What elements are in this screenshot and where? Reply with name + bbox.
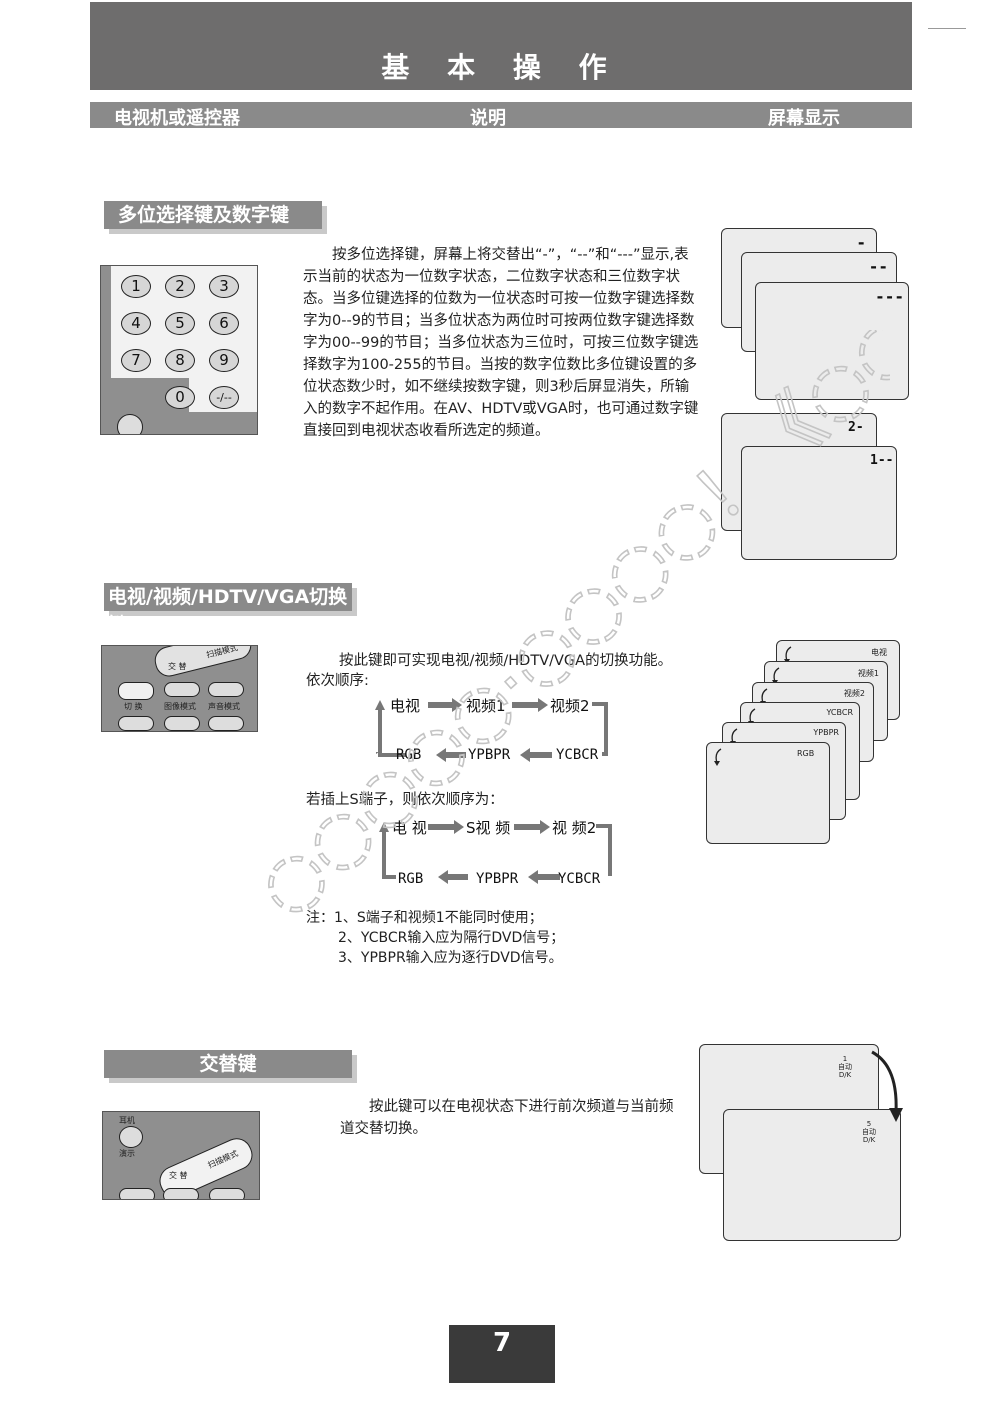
page-header: 基 本 操 作 (90, 2, 912, 90)
key-6: 6 (209, 312, 239, 335)
osd-screen-5: 1-- (741, 446, 897, 560)
remote-key-partial-3 (208, 716, 244, 731)
flow1-video1: 视频1 (466, 697, 506, 715)
sound-mode-key (208, 682, 244, 697)
earphone-key (119, 1126, 143, 1148)
flow-diagram-2: 电 视 S视 频 视 频2 YCBCR YPBPR RGB (374, 812, 624, 892)
switch-key-label: 切 换 (124, 702, 143, 711)
input-label-rgb: RGB (797, 749, 815, 758)
key-0: 0 (165, 386, 195, 409)
earphone-label: 耳机 (119, 1116, 135, 1125)
picture-mode-key (164, 682, 200, 697)
flow1-video2: 视频2 (550, 697, 590, 715)
osd-screen-3: --- (755, 282, 909, 400)
corner-rule (928, 28, 966, 29)
curr-channel-info: 5 自动 D/K (862, 1120, 876, 1144)
flow2-video2: 视 频2 (552, 819, 597, 837)
key-4: 4 (121, 312, 151, 335)
note-3: 3、YPBPR输入应为逐行DVD信号。 (338, 950, 563, 966)
flow1-tv: 电视 (390, 697, 421, 715)
curved-arrow-icon (714, 748, 722, 766)
switch-key (118, 682, 154, 700)
osd-three-digit: --- (875, 287, 904, 306)
column-right: 屏幕显示 (768, 108, 840, 129)
swap-remote-image: 耳机 演示 交 替 扫描模式 (102, 1111, 260, 1200)
prev-channel-info: 1 自动 D/K (838, 1055, 852, 1079)
section3-title: 交替键 (104, 1050, 352, 1078)
input-label-tv: 电视 (871, 648, 887, 657)
note-1: 注：1、S端子和视频1不能同时使用； (306, 910, 543, 926)
prev-channel-system: D/K (838, 1071, 852, 1079)
page-title: 基 本 操 作 (381, 51, 621, 84)
flow2-rgb: RGB (398, 871, 424, 887)
section2-intro: 按此键即可实现电视/视频/HDTV/VGA的切换功能。 (339, 653, 673, 669)
key-1: 1 (121, 275, 151, 298)
input-label-ypbpr: YPBPR (813, 728, 839, 737)
prev-channel-mode: 自动 (838, 1063, 852, 1071)
column-left: 电视机或遥控器 (114, 108, 240, 129)
section2-title: 电视/视频/HDTV/VGA切换键 (104, 583, 352, 636)
key-8: 8 (165, 349, 195, 372)
demo-label: 演示 (119, 1149, 135, 1158)
curr-channel-number: 5 (866, 1120, 872, 1128)
keypad-image: 1 2 3 4 5 6 7 8 9 0 -/-- (100, 265, 258, 435)
flow2-arrows (379, 820, 612, 884)
section2-s-intro: 若插上S端子，则依次顺序为： (306, 792, 504, 808)
sound-mode-label: 声音模式 (208, 702, 240, 711)
flow2-s-video: S视 频 (466, 819, 511, 837)
section3-text: 按此键可以在电视状态下进行前次频道与当前频道交替切换。 (340, 1099, 674, 1137)
key-7: 7 (121, 349, 151, 372)
remote-key-partial-2 (164, 716, 200, 731)
remote-key-partial-1 (118, 716, 154, 731)
section2-order-label: 依次顺序: (306, 673, 369, 689)
remote-key-partial-c (209, 1188, 245, 1199)
input-label-video2: 视频2 (843, 689, 865, 698)
remote-button-partial (117, 414, 143, 434)
picture-mode-label: 图像模式 (164, 702, 196, 711)
flow1-rgb: RGB (396, 747, 422, 763)
section1-text: 按多位选择键，屏幕上将交替出“-”，“--”和“---”显示,表示当前的状态为一… (303, 247, 699, 439)
curr-channel-system: D/K (862, 1136, 876, 1144)
channel-screen-current: 5 自动 D/K (723, 1109, 901, 1241)
remote-key-partial-a (119, 1188, 155, 1199)
column-middle: 说明 (470, 108, 506, 129)
curr-channel-mode: 自动 (862, 1128, 876, 1136)
input-label-ycbcr: YCBCR (826, 708, 853, 717)
note-2: 2、YCBCR输入应为隔行DVD信号； (338, 930, 565, 946)
swap-arrow-icon (871, 1050, 903, 1122)
section1-title: 多位选择键及数字键 (104, 201, 322, 229)
key-3: 3 (209, 275, 239, 298)
swap-key-label: 交 替 (169, 1171, 188, 1180)
flow2-ycbcr: YCBCR (558, 871, 601, 887)
key-5: 5 (165, 312, 195, 335)
flow1-ycbcr: YCBCR (556, 747, 599, 763)
osd-two-digit: -- (868, 257, 888, 276)
flow2-ypbpr: YPBPR (476, 871, 519, 887)
input-screen-rgb: RGB (706, 742, 830, 844)
remote-key-partial-b (163, 1188, 199, 1199)
flow-diagram-1: 电视 视频1 视频2 YCBCR YPBPR RGB (370, 690, 620, 770)
osd-entry-1: 1-- (870, 453, 894, 468)
switch-remote-image: 交 替 扫描模式 切 换 图像模式 声音模式 (101, 645, 258, 732)
page-number: 7 (449, 1325, 555, 1383)
flow2-tv: 电 视 (392, 819, 427, 837)
column-header-bar: 电视机或遥控器 说明 屏幕显示 (90, 102, 912, 129)
flow1-ypbpr: YPBPR (468, 747, 511, 763)
key-multi-digit: -/-- (209, 386, 239, 409)
swap-key-label: 交 替 (168, 662, 187, 671)
prev-channel-number: 1 (842, 1055, 848, 1063)
osd-entry-2: 2- (848, 420, 864, 435)
input-label-video1: 视频1 (857, 669, 879, 678)
key-9: 9 (209, 349, 239, 372)
key-2: 2 (165, 275, 195, 298)
flow1-arrows (375, 698, 608, 762)
osd-one-digit: - (856, 233, 866, 252)
